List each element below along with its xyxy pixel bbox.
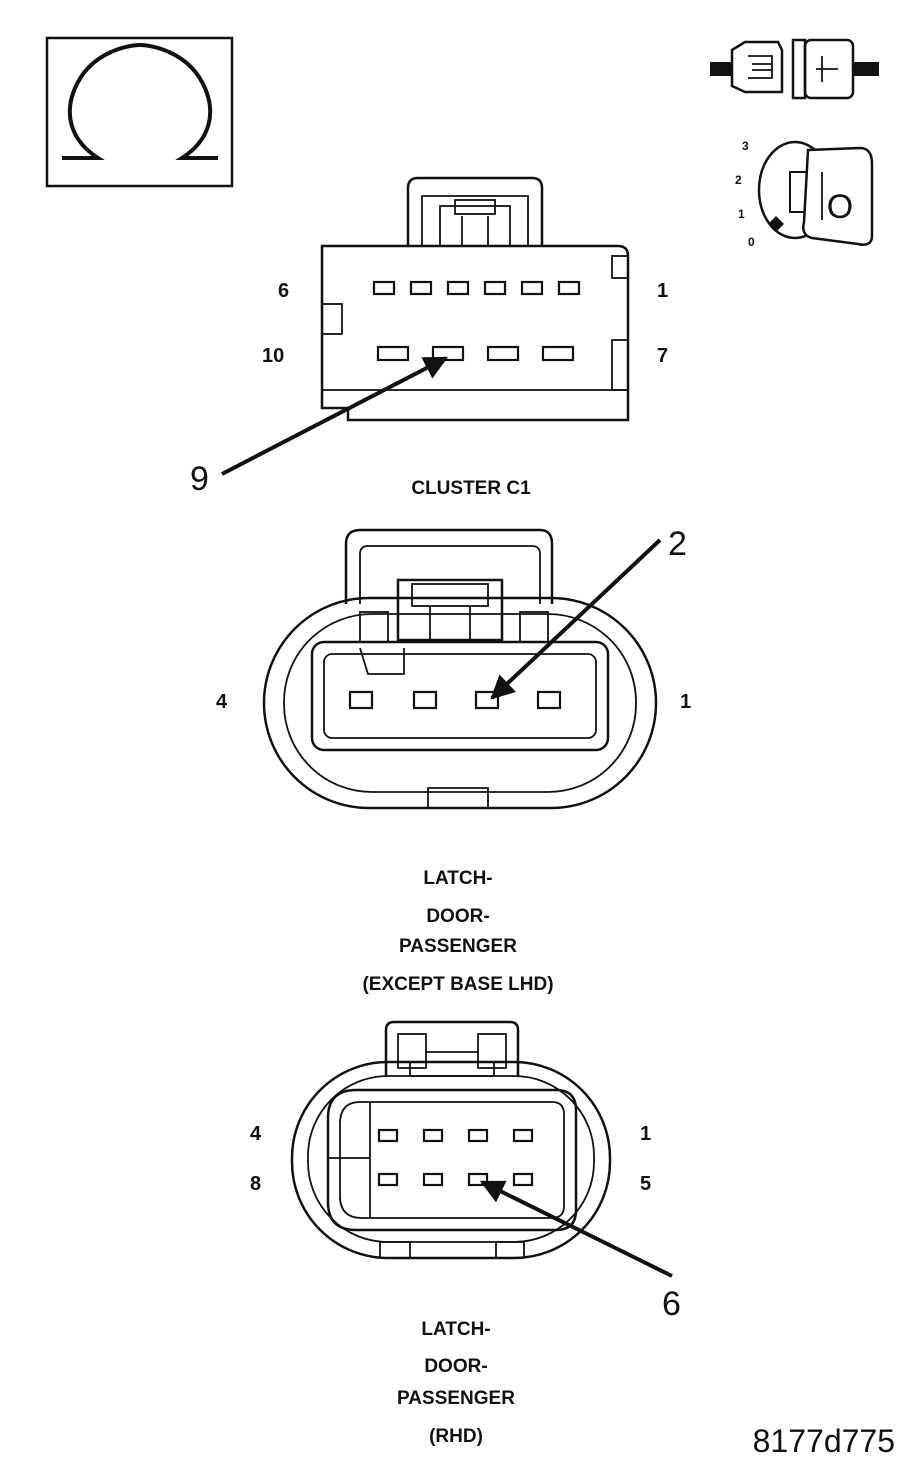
caption-line-1: LATCH- <box>423 868 492 889</box>
ignition-key-label: O <box>827 188 853 226</box>
cluster-c1-connector <box>320 176 630 422</box>
pin-label-6: 6 <box>278 280 289 302</box>
figure-id: 8177d775 <box>753 1423 895 1459</box>
ignition-pos-0: 0 <box>748 235 755 249</box>
pin-label-4: 4 <box>216 691 228 713</box>
caption-cluster-c1: CLUSTER C1 <box>411 478 531 499</box>
pin-label-4c: 4 <box>250 1123 262 1145</box>
pin-label-1c: 1 <box>640 1123 651 1145</box>
ignition-pos-3: 3 <box>742 139 749 153</box>
caption-rhd-line-2: DOOR- <box>424 1356 487 1377</box>
callout-9: 9 <box>190 460 209 498</box>
callout-6: 6 <box>662 1285 681 1323</box>
pin-label-1b: 1 <box>680 691 691 713</box>
callout-2: 2 <box>668 525 687 563</box>
ohm-symbol-icon <box>45 36 234 188</box>
pin-label-7: 7 <box>657 345 668 367</box>
callout-arrow-2 <box>490 538 662 700</box>
latch-door-passenger-connector <box>262 528 658 810</box>
caption-rhd-line-3: PASSENGER <box>397 1388 515 1409</box>
callout-arrow-9 <box>221 356 449 476</box>
pin-label-8: 8 <box>250 1173 261 1195</box>
latch-door-passenger-rhd-connector <box>290 1020 612 1260</box>
disconnected-connector-icon <box>710 38 879 100</box>
callout-arrow-6 <box>479 1180 673 1278</box>
ignition-key-off-icon: O 3 2 1 0 <box>735 139 874 249</box>
pin-label-1: 1 <box>657 280 668 302</box>
pin-label-5: 5 <box>640 1173 651 1195</box>
caption-line-3: PASSENGER <box>399 936 517 957</box>
ignition-pos-2: 2 <box>735 173 742 187</box>
caption-rhd-line-1: LATCH- <box>421 1319 490 1340</box>
caption-line-2: DOOR- <box>426 906 489 927</box>
ignition-pos-1: 1 <box>738 207 745 221</box>
pin-label-10: 10 <box>262 345 284 367</box>
caption-line-4: (EXCEPT BASE LHD) <box>362 974 553 995</box>
caption-rhd-line-4: (RHD) <box>429 1426 483 1447</box>
